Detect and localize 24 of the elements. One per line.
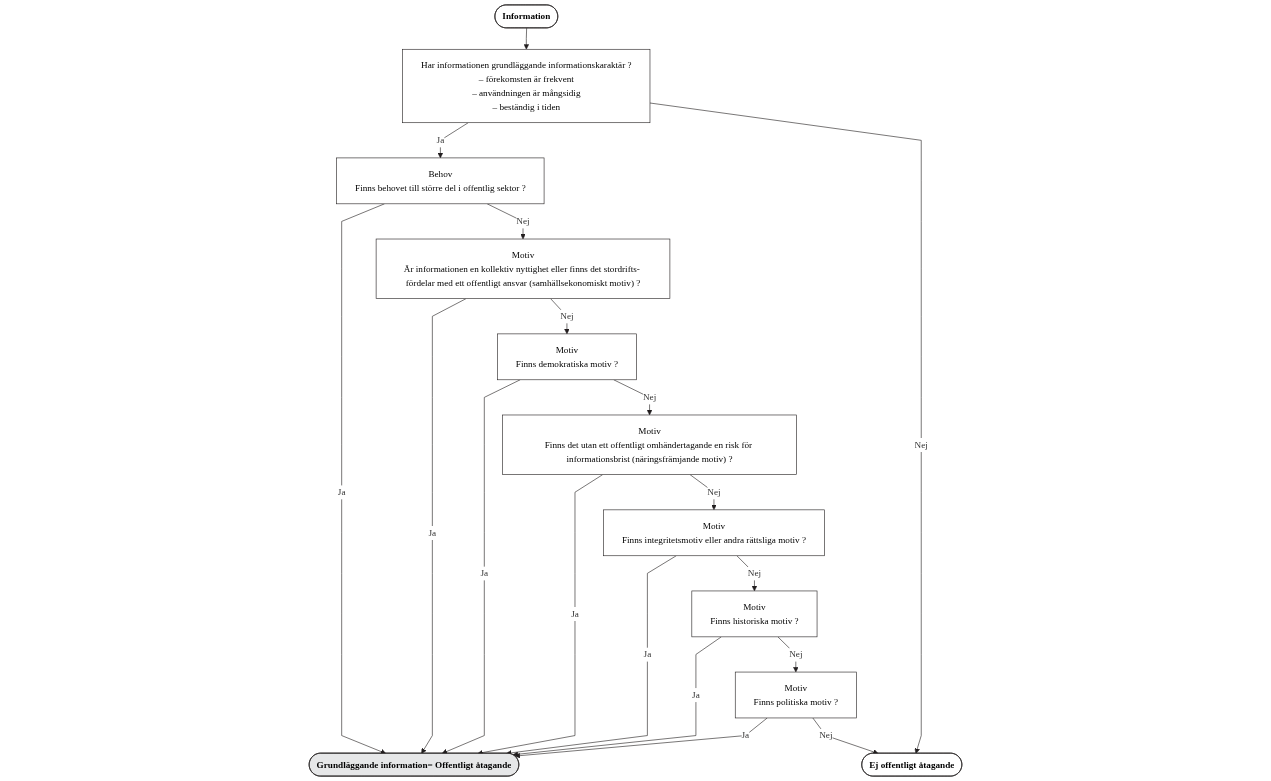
edge-label: Ja <box>571 608 579 619</box>
node-box: Motiv Är informationen en kollektiv nyttighet eller finns det stordrifts- fördelar med ett offentligt ansvar (samhällsekonomiskt motiv) ? <box>375 238 671 299</box>
edge-label: Ja <box>428 527 437 538</box>
node-box: Motiv Finns politiska motiv ? <box>734 671 857 719</box>
edge-label: Nej <box>789 649 803 660</box>
edge-label: Ja <box>692 689 700 700</box>
edge-label: Nej <box>819 730 833 741</box>
edge-label: Nej <box>560 311 574 322</box>
node-box: Motiv Finns det utan ett offentligt omhändertagande en risk för informationsbrist (näringsfrämjande motiv) ? <box>502 414 797 475</box>
node-box: Motiv Finns historiska motiv ? <box>691 590 818 638</box>
edge-label: Ja <box>741 730 750 741</box>
edge-label: Ja <box>643 649 652 660</box>
edge-label: Ja <box>480 568 489 579</box>
node-box: Motiv Finns demokratiska motiv ? <box>497 333 637 381</box>
edge-label: Ja <box>337 487 346 497</box>
edge-label: Nej <box>747 568 762 579</box>
edge-label: Nej <box>516 216 530 227</box>
node-box: Har informationen grundläggande informationskaraktär ? – förekomsten är frekvent – användningen är mångsidig – beständig i tiden <box>402 48 651 124</box>
node-box: Behov Finns behovet till större del i offentlig sektor ? <box>336 157 545 205</box>
node-box: Motiv Finns integritetsmotiv eller andra rättsliga motiv ? <box>603 509 825 557</box>
edge-label: Nej <box>642 392 657 403</box>
edge-label: Nej <box>914 439 928 450</box>
edge-label: Nej <box>707 487 721 497</box>
edge-label: Ja <box>436 135 445 146</box>
